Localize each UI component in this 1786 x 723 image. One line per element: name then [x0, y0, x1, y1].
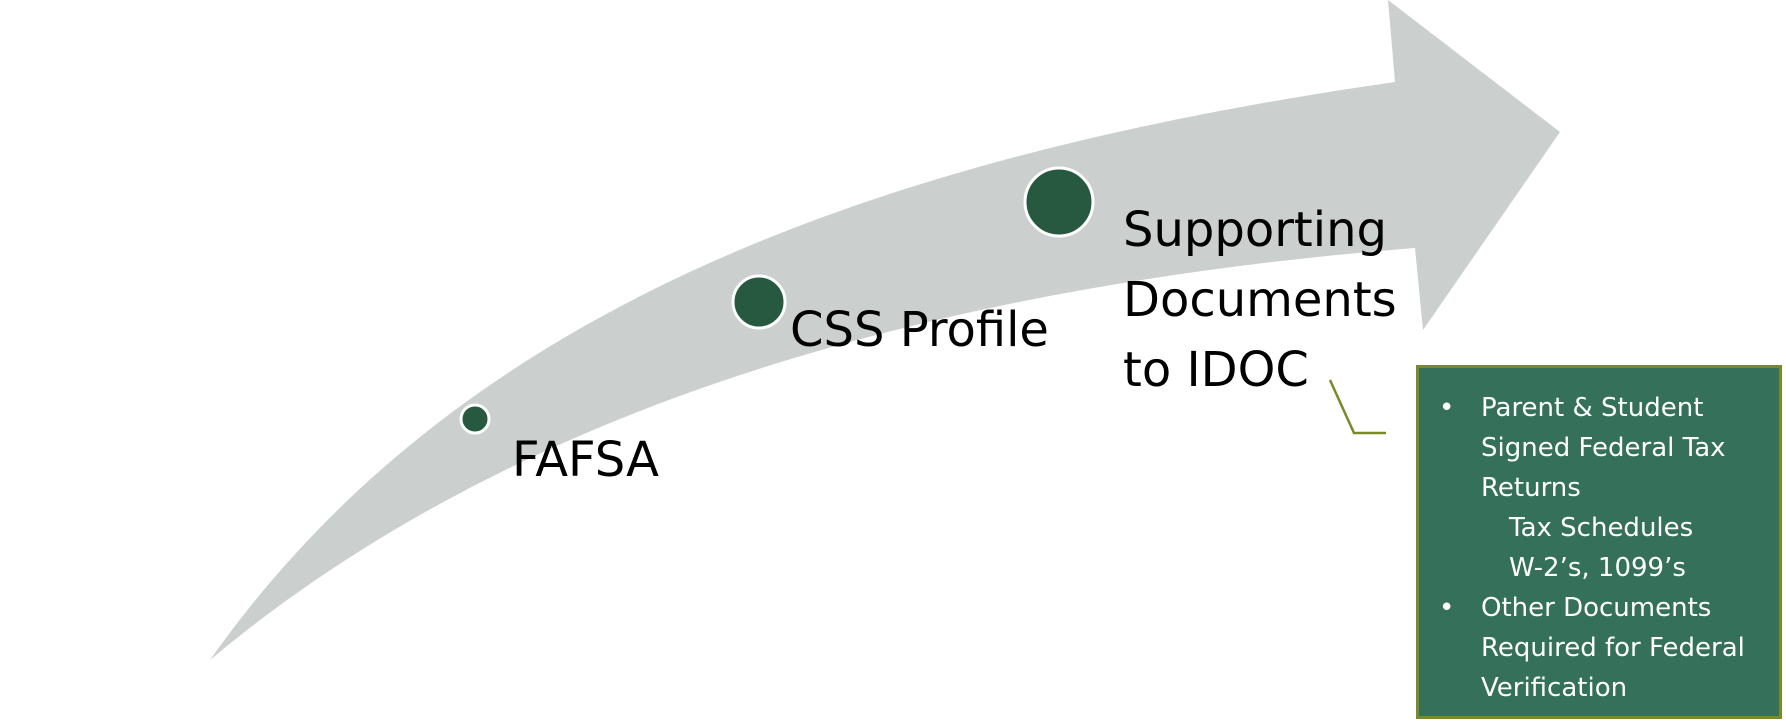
- curved-arrow-shape: [210, 0, 1560, 660]
- callout-sub-item: Tax Schedules: [1509, 513, 1694, 543]
- step-label-line: to IDOC: [1123, 342, 1309, 398]
- callout-text-line: Signed Federal Tax: [1481, 433, 1726, 463]
- step-label-supporting-documents: Supporting Documents to IDOC: [1123, 195, 1397, 405]
- step-label-line: Supporting: [1123, 202, 1387, 258]
- step-marker-css-profile: [731, 274, 787, 330]
- callout-text-line: Required for Federal: [1481, 633, 1745, 663]
- callout-box: Parent & Student Signed Federal Tax Retu…: [1416, 365, 1782, 719]
- callout-text-line: Returns: [1481, 473, 1581, 503]
- callout-text-line: Other Documents: [1481, 593, 1712, 623]
- step-label-line: Documents: [1123, 272, 1397, 328]
- callout-connector-line: [1328, 379, 1386, 435]
- callout-text-line: Verification: [1481, 673, 1628, 703]
- step-label-css-profile: CSS Profile: [790, 302, 1049, 358]
- step-marker-supporting-documents: [1023, 166, 1095, 238]
- step-label-fafsa: FAFSA: [512, 432, 659, 488]
- callout-sub-item: W-2’s, 1099’s: [1509, 553, 1686, 583]
- step-marker-fafsa: [459, 403, 491, 435]
- callout-bullet-item: Parent & Student Signed Federal Tax Retu…: [1439, 388, 1771, 508]
- callout-text-line: Parent & Student: [1481, 393, 1704, 423]
- callout-list: Parent & Student Signed Federal Tax Retu…: [1439, 388, 1771, 708]
- callout-bullet-item: Other Documents Required for Federal Ver…: [1439, 588, 1771, 708]
